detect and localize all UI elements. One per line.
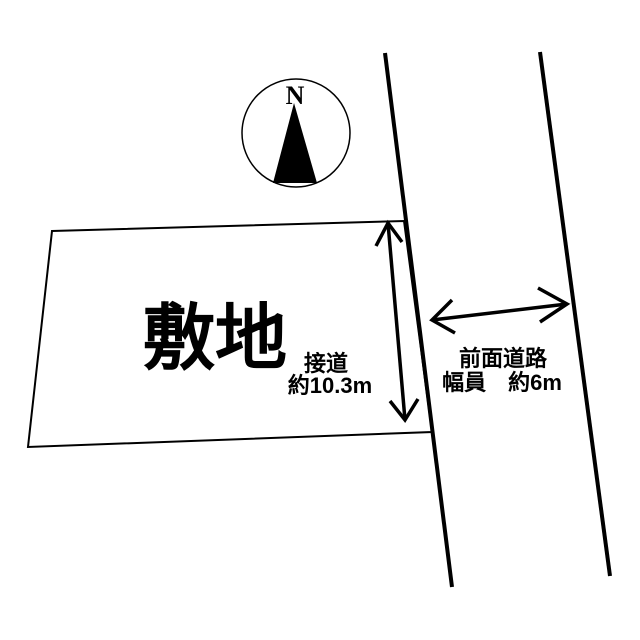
- compass-north-label: N: [286, 81, 305, 110]
- site-label: 敷地: [143, 299, 287, 379]
- north-arrow-icon: [273, 103, 317, 183]
- road-line-left: [383, 52, 454, 588]
- front-road-name: 前面道路: [459, 346, 548, 371]
- road-line-right: [538, 51, 612, 577]
- frontage-arrow-shaft: [386, 222, 407, 421]
- frontage-dimension-arrow-icon: [374, 219, 420, 424]
- front-road-width-label: 幅員 約6m: [442, 370, 562, 395]
- frontage-value: 約10.3m: [288, 373, 372, 398]
- front-road-lines: [383, 51, 612, 588]
- compass: [241, 78, 351, 188]
- frontage-arrowhead-bottom: [388, 398, 420, 424]
- road-width-dimension-arrow-icon: [429, 286, 571, 335]
- road-width-arrowhead-right: [537, 286, 571, 324]
- road-width-arrow-shaft: [431, 302, 568, 322]
- frontage-arrowhead-top: [374, 219, 404, 247]
- road-width-arrowhead-left: [429, 298, 456, 335]
- frontage-label: 接道: [304, 351, 348, 376]
